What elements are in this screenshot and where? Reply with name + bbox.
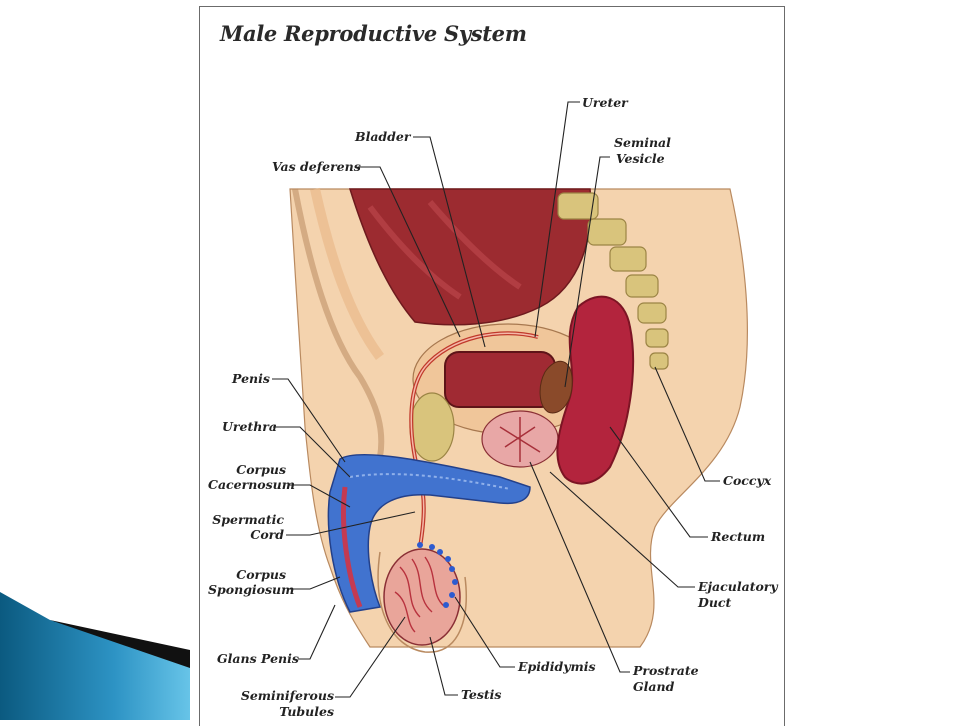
label-spermatic-cord-line2: Cord (250, 527, 284, 542)
label-prostate-gland-line1: Prostrate (633, 663, 699, 678)
label-glans-penis: Glans Penis (217, 651, 299, 666)
label-corpus-spongiosum-line2: Spongiosum (208, 582, 295, 597)
label-ejaculatory-duct-line2: Duct (698, 595, 732, 610)
label-coccyx: Coccyx (723, 473, 772, 488)
label-seminiferous-tubules-line2: Tubules (279, 704, 334, 719)
label-rectum: Rectum (711, 529, 766, 544)
label-penis: Penis (232, 371, 270, 386)
label-corpus-cacernosum-line1: Corpus (236, 462, 286, 477)
label-epididymis: Epididymis (518, 659, 596, 674)
diagram-frame: Male Reproductive System (199, 6, 785, 726)
label-vas-deferens: Vas deferens (272, 159, 361, 174)
spine-vertebrae (557, 192, 669, 370)
pubic-bone (409, 392, 455, 462)
epididymis (417, 542, 458, 608)
label-seminal-vesicle-line1: Seminal (614, 135, 671, 150)
bladder-chamber (444, 351, 556, 408)
label-prostate-gland-line2: Gland (633, 679, 675, 694)
penis-urethra (327, 453, 531, 613)
diagram-title: Male Reproductive System (220, 21, 527, 46)
label-corpus-cacernosum-line2: Cacernosum (208, 477, 295, 492)
label-spermatic-cord-line1: Spermatic (212, 512, 284, 527)
label-urethra: Urethra (222, 419, 277, 434)
anatomy-illustration (272, 101, 749, 698)
seminal-vesicle (539, 360, 573, 414)
label-ejaculatory-duct-line1: Ejaculatory (698, 579, 778, 594)
leader-lines (272, 101, 720, 698)
label-bladder: Bladder (355, 129, 411, 144)
label-corpus-spongiosum-line1: Corpus (236, 567, 286, 582)
bladder-upper-region (348, 188, 592, 326)
label-ureter: Ureter (582, 95, 628, 110)
label-testis: Testis (461, 687, 502, 702)
label-seminiferous-tubules-line1: Seminiferous (240, 688, 334, 703)
label-seminal-vesicle-line2: Vesicle (616, 151, 665, 166)
